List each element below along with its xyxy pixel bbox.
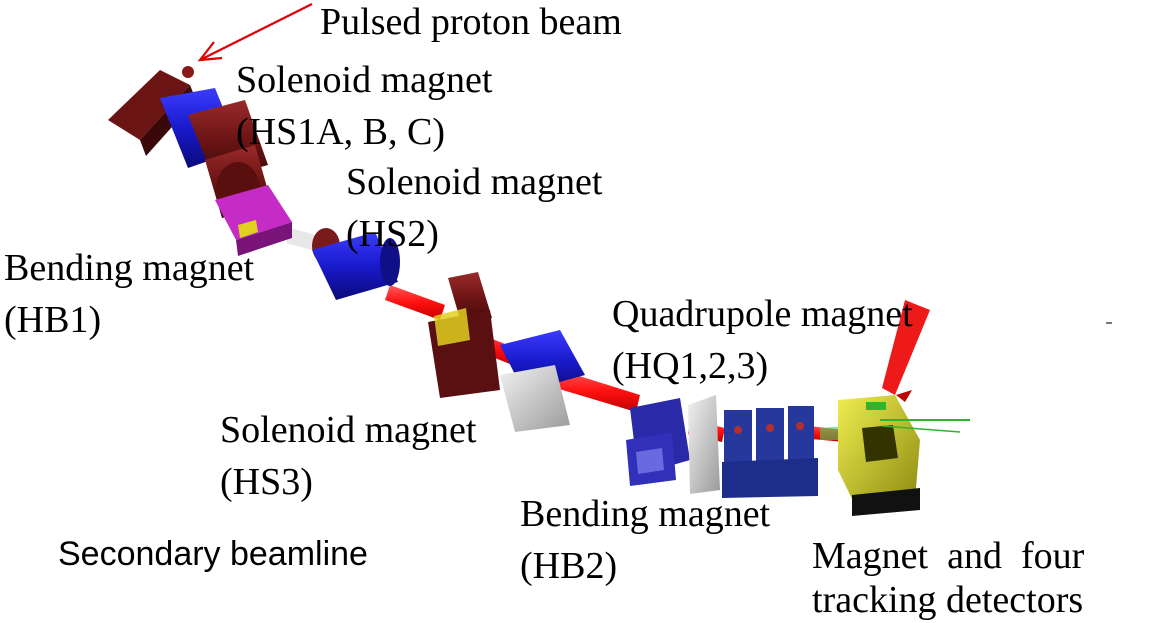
label-hs3-title: Solenoid magnet [220,409,477,451]
label-hs1-title: Solenoid magnet [236,59,493,101]
label-hs2-title: Solenoid magnet [346,161,603,203]
label-secondary-beamline: Secondary beamline [58,535,368,573]
label-pulsed-proton-beam: Pulsed proton beam [320,1,622,43]
mid-support-structure [428,272,500,398]
solenoid-hs3 [500,330,585,432]
bending-magnet-hb2 [626,398,690,486]
solenoid-hs2 [312,228,400,300]
proton-beam-arrow [197,3,313,62]
detector-magnet [838,300,970,516]
label-hs2-id: (HS2) [346,213,439,255]
support-panel [688,395,720,494]
label-hb1-id: (HB1) [4,299,102,341]
label-hq-id: (HQ1,2,3) [612,345,769,387]
label-hs1-id: (HS1A, B, C) [236,111,446,153]
label-hb1-title: Bending magnet [4,247,255,289]
label-hq-title: Quadrupole magnet [612,293,913,335]
label-hb2-title: Bending magnet [520,493,771,535]
label-detector-line2: tracking detectors [812,579,1084,621]
quadrupole-magnets [722,406,818,498]
edge-mark [1106,322,1112,324]
label-hb2-id: (HB2) [520,545,618,587]
label-detector-line1: Magnet and four [812,535,1085,577]
bending-magnet-hb1 [215,185,292,256]
label-hs3-id: (HS3) [220,461,313,503]
